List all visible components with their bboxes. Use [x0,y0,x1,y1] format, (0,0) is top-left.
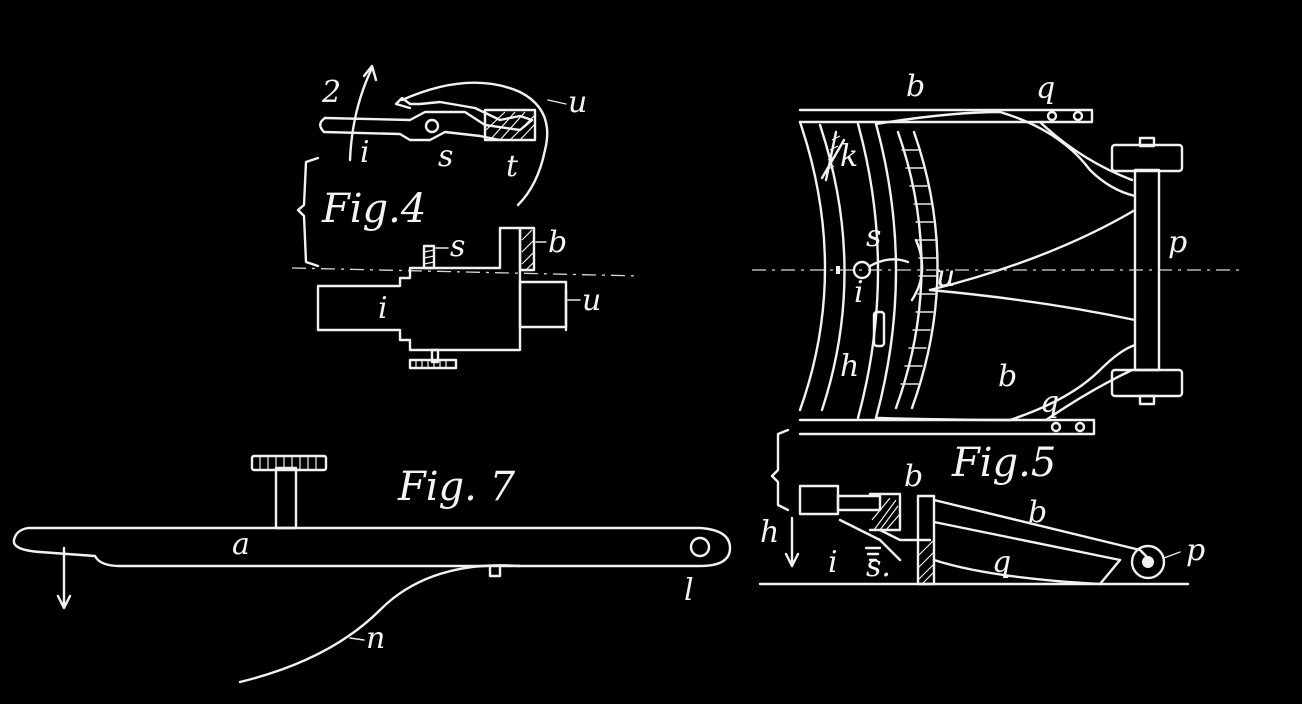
fig4-label-s-bottom: s [450,229,465,264]
fig5-bottom-rivet-1 [1050,421,1062,433]
fig5-spring-k [820,130,846,182]
fig7-label-l: l [684,573,694,608]
fig7-spring-clip [488,566,502,578]
fig4-label-2: 2 [321,75,341,110]
fig5-label-b-top: b [906,69,925,104]
fig5-label-k: k [840,139,858,174]
fig5-jaw-outer [798,120,827,412]
fig4-screw-bottom [408,348,458,370]
fig5-body-upper-inner [1038,120,1134,182]
fig5-label-b-side2: b [1028,495,1047,530]
fig4-label-t: t [506,149,519,184]
fig5-top-bar [798,108,1094,124]
fig5-label-i: i [854,275,864,310]
fig5-scale-teeth [900,149,937,385]
fig5-pin-cap-bottom-knob [1138,394,1156,406]
fig5-side-view [758,484,1190,586]
fig7-label-n: n [366,621,385,656]
fig4-arrow-head [362,64,378,82]
figure-7: Fig. 7 a l n [12,454,732,684]
fig5-pin-cap-top-knob [1138,136,1156,148]
fig5-top-rivet-1 [1046,110,1058,122]
fig5-jaw-second [856,122,880,420]
fig4-label-s-top: s [438,139,453,174]
fig7-thumb-screw [250,454,328,530]
fig5-top-rivet-2 [1072,110,1084,122]
fig5-label-h-side: h [760,515,779,550]
fig4-screw-s-top [422,244,436,270]
fig7-spring-n [238,564,522,684]
fig5-spring-k-hatch [825,135,841,171]
fig4-spring-u [400,81,549,207]
fig5-slot [872,310,886,348]
fig4-curved-arrow [348,66,374,162]
fig5-bottom-rivet-2 [1074,421,1086,433]
fig4-block-t [483,108,537,142]
fig5-label-q-mid: q [1040,385,1059,420]
fig5-label-b-side: b [904,459,923,494]
fig5-body-belly-2 [928,288,1137,322]
fig4-end-plate-u [518,280,568,329]
fig5-label-p: p [1168,225,1187,260]
fig4-label-b: b [548,225,567,260]
fig5-spring-u [910,238,924,302]
fig5-label-b-mid: b [998,359,1017,394]
fig7-title: Fig. 7 [397,464,516,510]
fig5-label-s-side: s. [866,549,891,584]
fig4-label-i-bottom: i [378,291,388,326]
fig5-label-q-top: q [1036,71,1055,106]
figure-4: 2 u i s t Fig.4 s b i u [291,64,641,370]
fig5-body-belly [928,208,1137,292]
fig7-label-a: a [232,527,250,562]
fig4-side-strip-b [518,226,536,272]
fig5-label-h: h [840,349,859,384]
fig7-leader-n [349,637,365,641]
fig5-jaw-third [874,122,898,420]
fig7-hole-l [689,536,711,558]
fig4-label-u-bottom: u [582,283,601,318]
fig5-bracket [770,428,790,512]
fig4-center-line [291,267,641,277]
fig4-bracket [296,156,320,268]
fig4-pivot-s [424,118,440,134]
fig5-pin-cap-top [1110,143,1184,173]
fig5-body-lower [874,343,1137,422]
fig5-body-upper [874,110,1137,198]
fig4-block-body [316,226,522,352]
fig5-label-s: s [866,219,881,254]
fig4-leader-u [547,99,567,105]
fig5-label-i-side: i [828,545,838,580]
fig5-label-p-side: p [1186,533,1205,568]
fig4-title: Fig.4 [321,186,426,232]
fig5-center-mark [836,266,840,274]
fig5-screw-arm [868,258,910,268]
fig5-screw-s [852,260,872,280]
figure-5: b q k s i u p h b q Fig.5 b b h i s. q p [752,69,1240,586]
fig7-bar-a [12,526,732,568]
fig4-lever-lower [319,116,502,142]
fig4-label-u-top: u [568,85,587,120]
fig5-label-u: u [936,259,955,294]
fig5-body-lower-inner [1044,368,1134,422]
fig5-label-q-side: q [992,545,1011,580]
fig5-title: Fig.5 [951,440,1056,486]
fig5-bottom-bar [798,418,1096,436]
fig4-label-i-top: i [360,135,370,170]
fig7-arrow [56,546,72,610]
